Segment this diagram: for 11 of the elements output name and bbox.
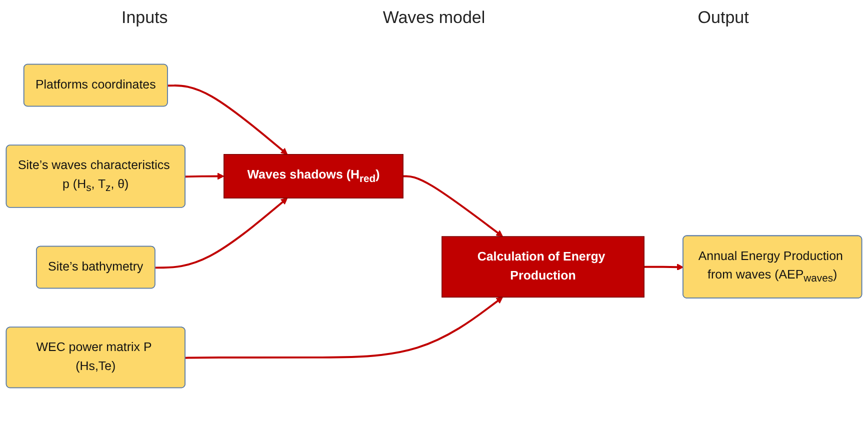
column-heading: Output bbox=[696, 7, 750, 29]
node-box: Waves shadows (H$_{red}$) bbox=[224, 154, 404, 198]
arrow bbox=[155, 198, 288, 269]
arrow bbox=[185, 172, 224, 180]
column-heading: Inputs bbox=[120, 7, 169, 29]
arrow bbox=[644, 264, 684, 271]
arrow bbox=[168, 84, 288, 155]
arrow bbox=[403, 175, 503, 237]
column-heading: Waves model bbox=[382, 7, 486, 29]
node-box: Calculation of Energy Production bbox=[442, 236, 644, 298]
arrow bbox=[185, 296, 503, 359]
